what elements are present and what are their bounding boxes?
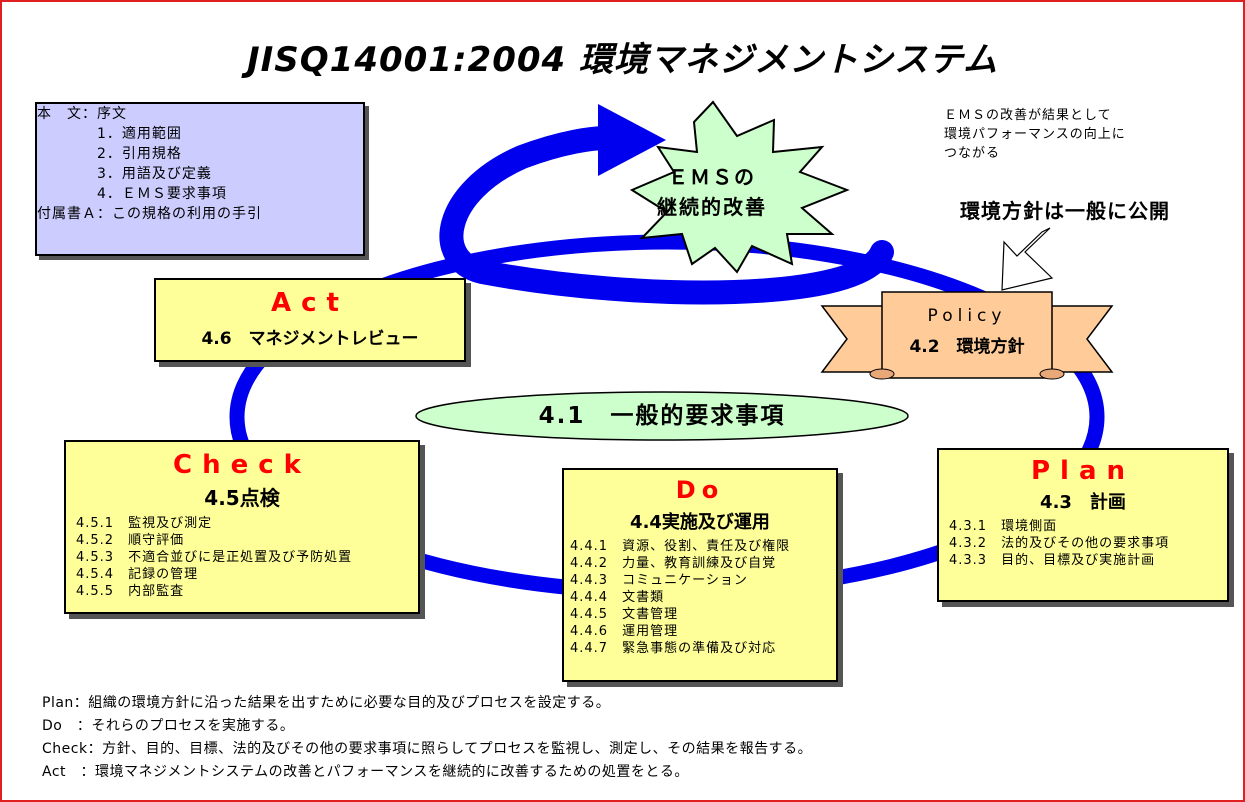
plan-phase: Plan	[1030, 456, 1136, 486]
policy-public-note: 環境方針は一般に公開	[960, 199, 1170, 223]
ems-star-line: 継続的改善	[657, 195, 767, 219]
act-box: Act 4.6 マネジメントレビュー	[154, 278, 466, 362]
ems-note-line: つながる	[944, 146, 1001, 161]
plan-item: 4.3.2 法的及びその他の要求事項	[949, 536, 1170, 551]
plan-title: 4.3 計画	[1040, 492, 1126, 513]
do-item: 4.4.1 資源、役割、責任及び権限	[570, 539, 791, 554]
check-item: 4.5.1 監視及び測定	[76, 516, 213, 531]
plan-item: 4.3.3 目的、目標及び実施計画	[949, 553, 1156, 568]
check-item: 4.5.5 内部監査	[76, 584, 185, 599]
legend-line: Check：方針、目的、目標、法的及びその他の要求事項に照らしてプロセスを監視し…	[42, 741, 813, 757]
policy-label: Policy 4.2 環境方針	[882, 306, 1052, 357]
policy-ribbon-center	[881, 291, 1053, 379]
contents-box: 本 文：序文 1．適用範囲 2．引用規格 3．用語及び定義 4．ＥＭＳ要求事項 …	[35, 102, 365, 256]
check-item: 4.5.4 記録の管理	[76, 567, 199, 582]
legend-line: Do ：それらのプロセスを実施する。	[42, 718, 295, 734]
toc-line: 本 文：序文	[37, 106, 127, 122]
policy-ribbon-left-tail	[820, 305, 888, 373]
improvement-arrowhead	[598, 104, 666, 176]
improvement-spiral	[439, 126, 894, 305]
plan-box: Plan 4.3 計画 4.3.1 環境側面 4.3.2 法的及びその他の要求事…	[937, 448, 1229, 602]
toc-line: 1．適用範囲	[37, 126, 182, 142]
ems-star-burst	[629, 100, 850, 274]
toc-line: 2．引用規格	[37, 146, 182, 162]
do-item: 4.4.6 運用管理	[570, 624, 679, 639]
do-box: Do 4.4実施及び運用 4.4.1 資源、役割、責任及び権限 4.4.2 力量…	[562, 468, 838, 682]
check-phase: Check	[173, 450, 311, 480]
pdca-legend: Plan：組織の環境方針に沿った結果を出すために必要な目的及びプロセスを設定する…	[42, 692, 812, 784]
act-phase: Act	[271, 288, 349, 318]
public-arrow	[1001, 227, 1054, 291]
toc-line: 付属書Ａ：この規格の利用の手引	[37, 206, 262, 222]
policy-title: 4.2 環境方針	[909, 337, 1025, 357]
legend-line: Plan：組織の環境方針に沿った結果を出すために必要な目的及びプロセスを設定する…	[42, 695, 611, 711]
ems-note-line: 環境パフォーマンスの向上に	[944, 127, 1126, 142]
check-box: Check 4.5点検 4.5.1 監視及び測定 4.5.2 順守評価 4.5.…	[64, 440, 420, 614]
check-title: 4.5点検	[204, 486, 280, 510]
do-item: 4.4.7 緊急事態の準備及び対応	[570, 641, 777, 656]
do-phase: Do	[675, 476, 725, 504]
ems-note-line: ＥＭＳの改善が結果として	[944, 108, 1112, 123]
ems-star-line: ＥＭＳの	[668, 165, 756, 189]
act-title: 4.6 マネジメントレビュー	[201, 329, 419, 349]
do-title: 4.4実施及び運用	[630, 512, 770, 533]
policy-phase: Policy	[927, 306, 1007, 326]
plan-item: 4.3.1 環境側面	[949, 519, 1058, 534]
check-item: 4.5.2 順守評価	[76, 533, 185, 548]
toc-line: 3．用語及び定義	[37, 166, 212, 182]
do-item: 4.4.2 力量、教育訓練及び自覚	[570, 556, 777, 571]
do-item: 4.4.4 文書類	[570, 590, 665, 605]
do-item: 4.4.5 文書管理	[570, 607, 679, 622]
legend-line: Act ：環境マネジメントシステムの改善とパフォーマンスを継続的に改善するための…	[42, 764, 689, 780]
do-item: 4.4.3 コミュニケーション	[570, 573, 748, 588]
general-requirements-ellipse	[415, 391, 909, 441]
page-title: JISQ14001:2004 環境マネジメントシステム	[246, 40, 999, 80]
general-requirements: 4.1 一般的要求事項	[538, 403, 786, 429]
policy-ribbon-right-tail	[1046, 305, 1114, 373]
check-item: 4.5.3 不適合並びに是正処置及び予防処置	[76, 550, 353, 565]
ems-note: ＥＭＳの改善が結果として 環境パフォーマンスの向上に つながる	[944, 106, 1204, 163]
ems-star-label: ＥＭＳの 継続的改善	[652, 162, 772, 222]
toc-line: 4．ＥＭＳ要求事項	[37, 186, 227, 202]
